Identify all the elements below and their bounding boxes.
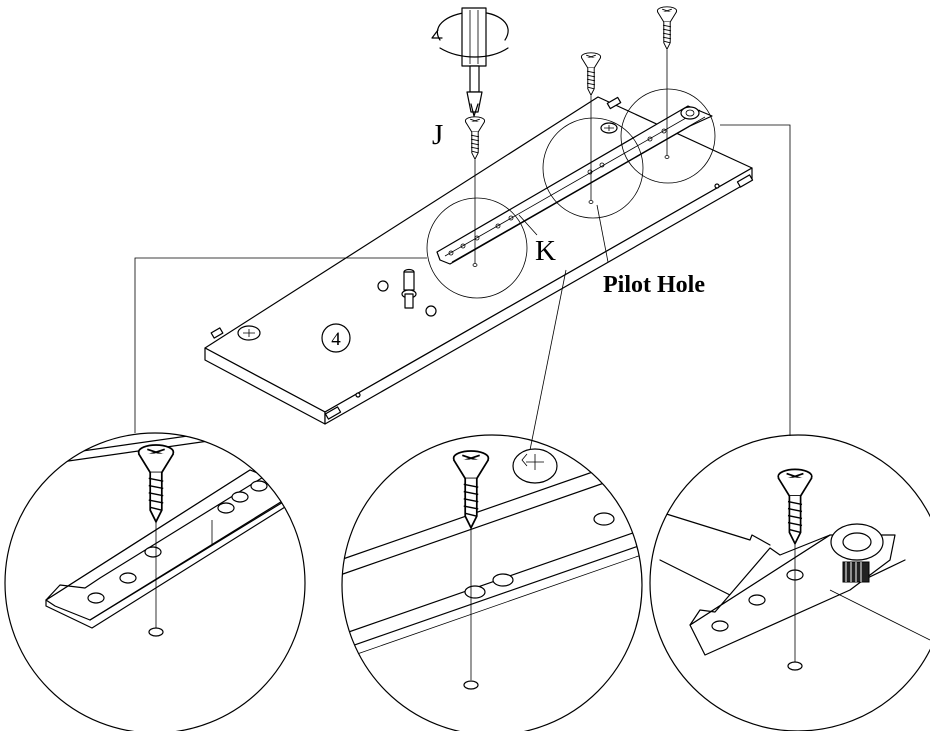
screw-icon bbox=[464, 6, 678, 267]
detail-circle-middle bbox=[542, 117, 644, 219]
screwdriver-icon bbox=[431, 7, 509, 117]
panel-number-badge bbox=[321, 323, 351, 353]
detail-view-middle bbox=[342, 448, 642, 690]
detail-circle-left bbox=[426, 197, 528, 299]
bracket-label: K bbox=[535, 235, 556, 267]
pilot-hole-label: Pilot Hole bbox=[603, 272, 705, 298]
panel-number: 4 bbox=[331, 329, 341, 350]
screw-label: J bbox=[432, 119, 443, 151]
detail-view-right bbox=[659, 468, 930, 671]
detail-view-left bbox=[5, 433, 301, 637]
detail-circle-right bbox=[620, 88, 716, 184]
dowel-icon bbox=[210, 96, 754, 420]
cam-bolt-icon bbox=[401, 268, 417, 309]
shelf-panel: 4 bbox=[204, 96, 754, 425]
rail-bracket bbox=[436, 105, 713, 265]
cam-lock-icon bbox=[237, 325, 261, 341]
